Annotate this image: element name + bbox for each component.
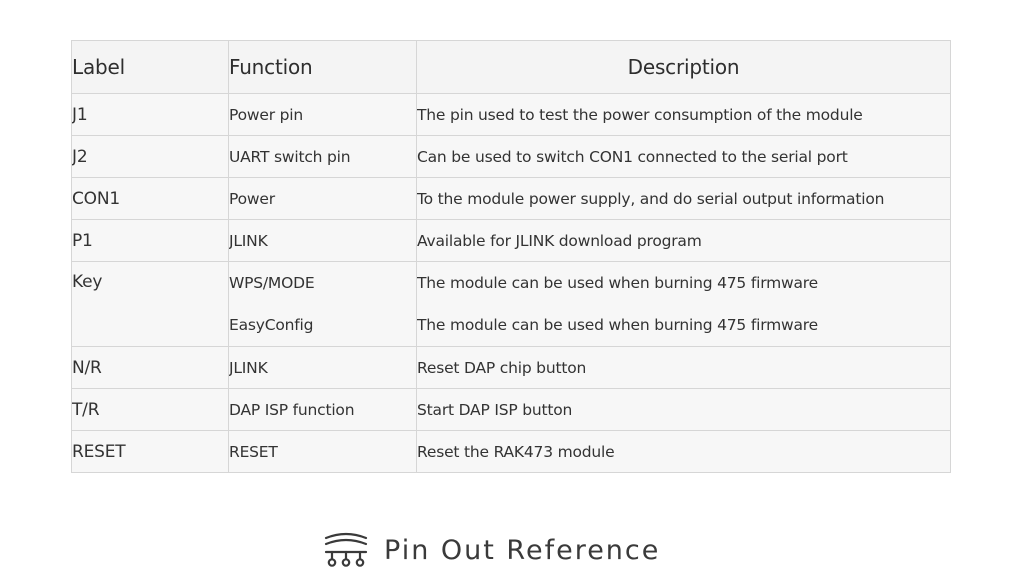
row-description: Reset DAP chip button: [416, 346, 951, 389]
row-description: Can be used to switch CON1 connected to …: [416, 135, 951, 178]
row-function-group: WPS/MODE EasyConfig: [228, 261, 417, 347]
footer-title: Pin Out Reference: [384, 534, 661, 566]
row-description: Start DAP ISP button: [416, 388, 951, 431]
row-description: The module can be used when burning 475 …: [417, 316, 819, 334]
row-description: To the module power supply, and do seria…: [416, 177, 951, 220]
row-label: RESET: [71, 430, 229, 473]
row-label: P1: [71, 219, 229, 262]
row-function: DAP ISP function: [228, 388, 417, 431]
pin-out-table: Label Function Description J1 Power pin …: [71, 40, 951, 473]
row-function: JLINK: [228, 346, 417, 389]
header-label: Label: [71, 40, 229, 94]
row-function: WPS/MODE: [229, 274, 315, 292]
row-label: T/R: [71, 388, 229, 431]
header-description: Description: [416, 40, 951, 94]
row-function: EasyConfig: [229, 316, 314, 334]
row-function: Power pin: [228, 93, 417, 136]
row-label: Key: [71, 261, 229, 347]
row-description: Available for JLINK download program: [416, 219, 951, 262]
row-label: J2: [71, 135, 229, 178]
row-label: J1: [71, 93, 229, 136]
row-label: CON1: [71, 177, 229, 220]
row-description: Reset the RAK473 module: [416, 430, 951, 473]
table-row: P1 JLINK Available for JLINK download pr…: [71, 219, 951, 262]
row-function: Power: [228, 177, 417, 220]
row-description: The module can be used when burning 475 …: [417, 274, 819, 292]
table-row: J2 UART switch pin Can be used to switch…: [71, 135, 951, 178]
table-row: N/R JLINK Reset DAP chip button: [71, 346, 951, 389]
table-row: RESET RESET Reset the RAK473 module: [71, 430, 951, 473]
row-description-group: The module can be used when burning 475 …: [416, 261, 951, 347]
footer-caption: Pin Out Reference: [322, 530, 660, 570]
row-function: UART switch pin: [228, 135, 417, 178]
table-row: T/R DAP ISP function Start DAP ISP butto…: [71, 388, 951, 431]
table-row: J1 Power pin The pin used to test the po…: [71, 93, 951, 136]
table-row-key: Key WPS/MODE EasyConfig The module can b…: [71, 261, 951, 347]
row-label: N/R: [71, 346, 229, 389]
header-function: Function: [228, 40, 417, 94]
row-function: JLINK: [228, 219, 417, 262]
row-description: The pin used to test the power consumpti…: [416, 93, 951, 136]
table-row: CON1 Power To the module power supply, a…: [71, 177, 951, 220]
row-function: RESET: [228, 430, 417, 473]
pin-out-icon: [324, 532, 368, 567]
table-header-row: Label Function Description: [71, 40, 951, 94]
